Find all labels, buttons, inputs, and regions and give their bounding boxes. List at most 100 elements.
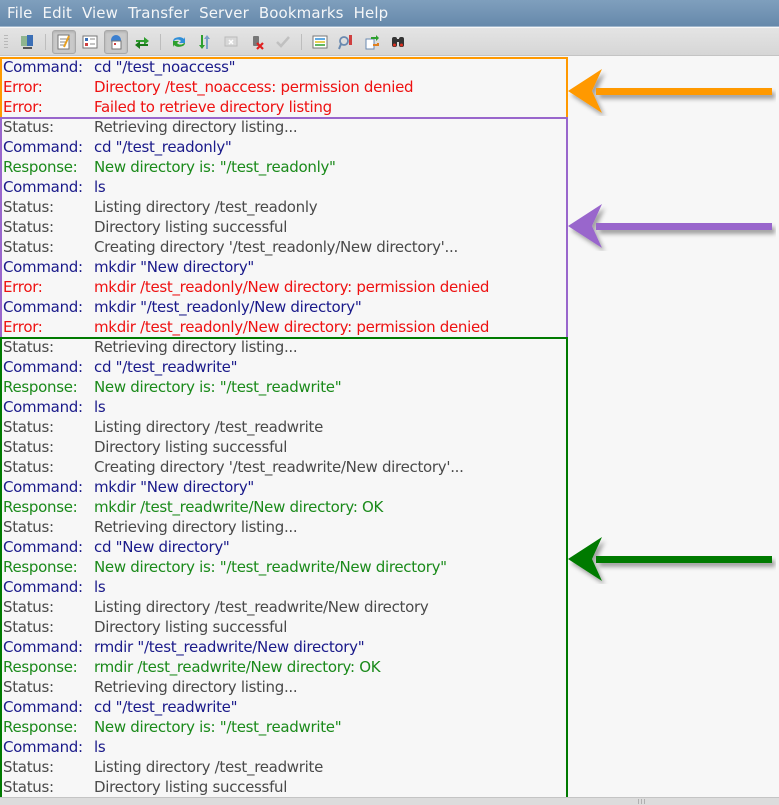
log-line-status[interactable]: Status:Directory listing successful: [3, 217, 287, 237]
log-line-status[interactable]: Status:Directory listing successful: [3, 437, 287, 457]
log-message: ls: [94, 178, 106, 196]
log-message: Listing directory /test_readwrite: [94, 418, 324, 436]
log-type-label: Status:: [3, 338, 54, 356]
log-line-response[interactable]: Response:New directory is: "/test_readwr…: [3, 377, 342, 397]
process-queue-button[interactable]: [193, 30, 217, 54]
message-log[interactable]: Command:cd "/test_noaccess"Error:Directo…: [0, 57, 779, 799]
log-message: rmdir "/test_readwrite/New directory": [94, 638, 365, 656]
directory-filter-icon: [312, 35, 328, 48]
directory-comparison-button[interactable]: [334, 30, 358, 54]
log-type-label: Command:: [3, 578, 83, 596]
log-line-status[interactable]: Status: Listing directory /test_readwrite: [3, 417, 323, 437]
log-type-label: Error:: [3, 278, 43, 296]
log-line-status[interactable]: Status:Retrieving directory listing...: [3, 517, 298, 537]
log-line-status[interactable]: Status:Retrieving directory listing...: [3, 117, 298, 137]
log-message: Listing directory /test_readwrite/New di…: [94, 598, 429, 616]
menu-transfer[interactable]: Transfer: [127, 3, 190, 22]
log-type-label: Status:: [3, 418, 54, 436]
log-message: New directory is: "/test_readwrite/New d…: [94, 558, 447, 576]
log-message: New directory is: "/test_readwrite": [94, 378, 342, 396]
toggle-local-tree-button[interactable]: [78, 30, 102, 54]
log-line-error[interactable]: Error:mkdir /test_readonly/New directory…: [3, 277, 489, 297]
log-type-label: Status:: [3, 238, 54, 256]
log-message: Retrieving directory listing...: [94, 338, 298, 356]
log-line-command[interactable]: Command:ls: [3, 397, 106, 417]
menu-server[interactable]: Server: [199, 3, 249, 22]
log-type-label: Response:: [3, 158, 78, 176]
toolbar-grip[interactable]: [4, 34, 8, 49]
log-type-label: Status:: [3, 218, 54, 236]
menu-help[interactable]: Help: [353, 3, 389, 22]
refresh-button[interactable]: [167, 30, 191, 54]
refresh-icon: [173, 36, 185, 47]
log-type-label: Response:: [3, 498, 78, 516]
log-line-status[interactable]: Status:Directory listing successful: [3, 617, 287, 637]
log-line-command[interactable]: Command:cd "/test_readwrite": [3, 357, 237, 377]
reconnect-button[interactable]: [271, 30, 295, 54]
synchronized-browsing-icon: [365, 34, 379, 49]
log-type-label: Command:: [3, 358, 83, 376]
directory-filter-button[interactable]: [308, 30, 332, 54]
splitter-grip[interactable]: [638, 799, 646, 804]
green-arrow-icon: [568, 537, 772, 581]
log-line-status[interactable]: Status:Creating directory '/test_readwri…: [3, 457, 464, 477]
toggle-transfer-queue-button[interactable]: [130, 30, 154, 54]
log-line-status[interactable]: Status:Creating directory '/test_readonl…: [3, 237, 458, 257]
log-message: Directory listing successful: [94, 618, 288, 636]
log-line-command[interactable]: Command:rmdir "/test_readwrite/New direc…: [3, 637, 365, 657]
toggle-message-log-button[interactable]: [52, 29, 76, 54]
menu-bookmarks[interactable]: Bookmarks: [258, 3, 344, 22]
log-line-command[interactable]: Command:cd "/test_readwrite": [3, 697, 237, 717]
log-line-response[interactable]: Response: New directory is: "/test_readon…: [3, 157, 336, 177]
disconnect-icon: [253, 35, 264, 50]
log-line-command[interactable]: Command:cd "/test_readonly": [3, 137, 232, 157]
log-line-command[interactable]: Command:mkdir "New directory": [3, 477, 254, 497]
log-message: Directory listing successful: [94, 438, 288, 456]
orange-arrow-icon: [568, 69, 772, 113]
pane-splitter[interactable]: [0, 797, 779, 805]
log-message: Directory listing successful: [94, 778, 288, 796]
log-line-status[interactable]: Status:Retrieving directory listing...: [3, 677, 298, 697]
log-line-status[interactable]: Status:Listing directory /test_readwrite: [3, 757, 323, 777]
disconnect-button[interactable]: [245, 30, 269, 54]
log-line-status[interactable]: Status: Retrieving directory listing...: [3, 337, 298, 357]
search-files-button[interactable]: [386, 30, 410, 54]
log-line-command[interactable]: Command:cd "New directory": [3, 537, 230, 557]
log-line-status[interactable]: Status:Listing directory /test_readonly: [3, 197, 318, 217]
log-line-response[interactable]: Response:mkdir /test_readwrite/New direc…: [3, 497, 383, 517]
log-line-command[interactable]: Command:ls: [3, 577, 106, 597]
cancel-operation-button[interactable]: [219, 30, 243, 54]
log-line-command[interactable]: Command:ls: [3, 737, 106, 757]
log-line-response[interactable]: Response:rmdir /test_readwrite/New direc…: [3, 657, 381, 677]
search-files-icon: [392, 36, 404, 47]
log-line-command[interactable]: Command:mkdir "/test_readonly/New direct…: [3, 297, 362, 317]
log-message: Listing directory /test_readwrite: [94, 758, 324, 776]
synchronized-browsing-button[interactable]: [360, 30, 384, 54]
log-type-label: Status:: [3, 118, 54, 136]
log-line-status[interactable]: Status:Listing directory /test_readwrite…: [3, 597, 429, 617]
log-type-label: Command:: [3, 538, 83, 556]
log-line-error[interactable]: Error:Failed to retrieve directory listi…: [3, 97, 332, 117]
purple-arrow-icon: [568, 204, 772, 248]
log-line-response[interactable]: Response:New directory is: "/test_readwr…: [3, 717, 342, 737]
log-line-error[interactable]: Error:Directory /test_noaccess: permissi…: [3, 77, 414, 97]
log-line-response[interactable]: Response:New directory is: "/test_readwr…: [3, 557, 447, 577]
log-message: New directory is: "/test_readonly": [94, 158, 336, 176]
log-line-error[interactable]: Error:mkdir /test_readonly/New directory…: [3, 317, 489, 337]
site-manager-button[interactable]: [15, 30, 39, 54]
toggle-remote-tree-button[interactable]: [104, 29, 128, 54]
menu-file[interactable]: File: [7, 3, 33, 22]
log-message: mkdir "New directory": [94, 258, 255, 276]
menu-edit[interactable]: Edit: [42, 3, 72, 22]
log-type-label: Command:: [3, 258, 83, 276]
log-message: Retrieving directory listing...: [94, 678, 298, 696]
log-line-status[interactable]: Status:Directory listing successful: [3, 777, 287, 797]
log-line-command[interactable]: Command:ls: [3, 177, 106, 197]
log-type-label: Command:: [3, 138, 83, 156]
menu-view[interactable]: View: [81, 3, 118, 22]
site-manager-icon: [21, 34, 33, 49]
log-type-label: Command:: [3, 398, 83, 416]
toolbar: [0, 28, 779, 56]
log-line-command[interactable]: Command:cd "/test_noaccess": [3, 57, 236, 77]
log-line-command[interactable]: Command: mkdir "New directory": [3, 257, 254, 277]
